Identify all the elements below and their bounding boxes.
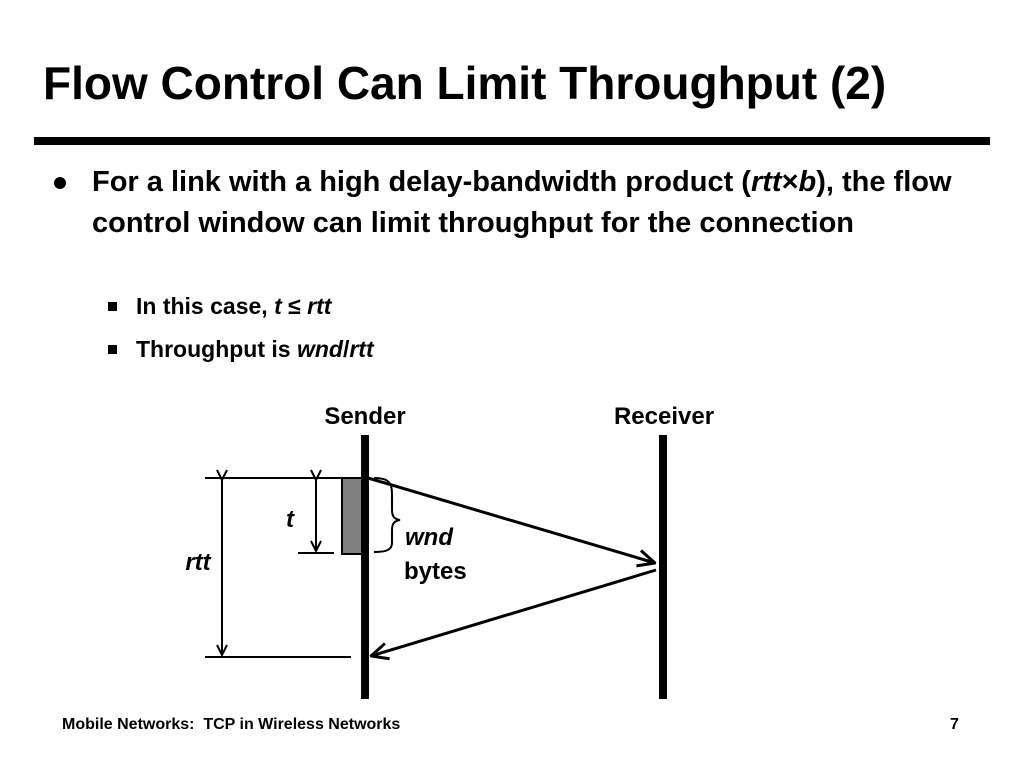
- window-block: [341, 477, 363, 555]
- bullet-text-start: For a link with a high delay-bandwidth p…: [92, 166, 751, 198]
- times-symbol: ×: [781, 166, 799, 198]
- receiver-label: Receiver: [614, 403, 714, 430]
- rtt-variable: rtt: [750, 166, 782, 198]
- sender-label: Sender: [324, 403, 405, 430]
- rtt-diagram-label: rtt: [185, 549, 211, 576]
- subbullet-throughput: Throughput is wnd/rtt: [136, 335, 374, 363]
- window-brace: [373, 477, 401, 553]
- footer-course-title: Mobile Networks: TCP in Wireless Network…: [62, 716, 401, 733]
- t-variable: t: [274, 293, 282, 319]
- bullet-marker: [54, 177, 66, 189]
- wnd-variable: wnd: [296, 336, 343, 362]
- subbullet-text: Throughput is: [136, 336, 297, 362]
- wnd-diagram-label: wnd: [405, 524, 454, 551]
- bullet-text-end: ), the flow control window can limit thr…: [92, 166, 952, 239]
- slash-symbol: /: [342, 336, 350, 362]
- data-arrow: [367, 476, 655, 563]
- title-divider: [34, 137, 990, 145]
- t-diagram-label: t: [286, 506, 295, 533]
- subbullet-marker: [108, 345, 117, 354]
- subbullet-text: In this case,: [136, 293, 275, 319]
- bandwidth-variable: b: [798, 166, 817, 198]
- rtt-variable: rtt: [349, 336, 374, 362]
- bytes-label: bytes: [404, 558, 467, 585]
- subbullet-marker: [108, 302, 117, 311]
- ack-arrow: [371, 568, 657, 656]
- bullet-text: For a link with a high delay-bandwidth p…: [92, 162, 992, 244]
- subbullet-condition: In this case, t ≤ rtt: [136, 292, 331, 320]
- rtt-variable: rtt: [307, 293, 332, 319]
- page-number: 7: [950, 716, 959, 733]
- leq-symbol: ≤: [281, 293, 308, 319]
- slide-title: Flow Control Can Limit Throughput (2): [43, 57, 887, 109]
